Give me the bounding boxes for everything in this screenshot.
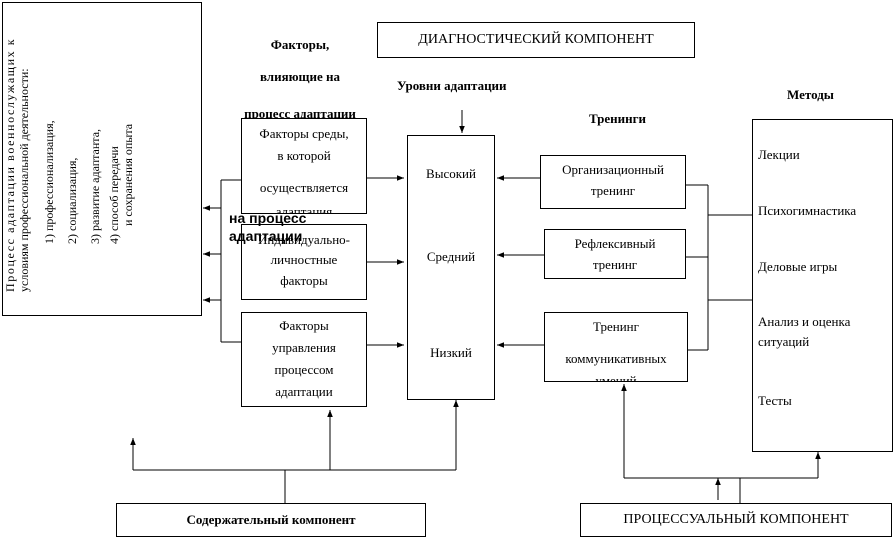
list-item: 4) способ передачи [107, 146, 121, 244]
environment-factors-line2: в которой [277, 148, 331, 163]
level-high: Высокий [426, 166, 476, 181]
procedural-component-box: ПРОЦЕССУАЛЬНЫЙ КОМПОНЕНТ [580, 503, 892, 537]
management-factors-line3: процессом [274, 362, 334, 377]
method-psychogymnastics: Психогимнастика [758, 203, 857, 218]
list-item: и сохранения опыта [121, 123, 135, 226]
individual-factors-line1: Индивидуально- [257, 232, 351, 247]
environment-factors-line1: Факторы среды, [259, 126, 349, 141]
content-component-box: Содержательный компонент [116, 503, 426, 537]
method-tests: Тесты [758, 393, 792, 408]
communicative-training-box: Тренинг коммуникативных умений [544, 312, 688, 382]
communicative-training-line2: коммуникативных [565, 351, 667, 366]
management-factors-line1: Факторы [279, 318, 329, 333]
reflexive-training-line2: тренинг [592, 257, 638, 272]
adaptation-process-line1: Процесс адаптации военнослужащих к [3, 37, 17, 292]
communicative-training-line3: умений [595, 373, 637, 382]
list-item: 3) развитие адаптанта, [88, 128, 102, 244]
adaptation-process-list: 1) профессионализация, 2) социализация, … [38, 4, 135, 292]
individual-factors-box: Индивидуально- личностные факторы [241, 224, 367, 300]
individual-factors-line2: личностные [270, 252, 338, 267]
method-situation-analysis-line2: ситуаций [758, 334, 810, 349]
management-factors-box: Факторы управления процессом адаптации [241, 312, 367, 407]
methods-box: Лекции Психогимнастика Деловые игры Анал… [752, 119, 893, 452]
organizational-training-line2: тренинг [590, 183, 636, 198]
management-factors-line2: управления [272, 340, 336, 355]
overlay-text-line1: на процесс [229, 210, 307, 226]
adaptation-process-text: Процесс адаптации военнослужащих к услов… [3, 4, 199, 292]
factors-heading-line2: влияющие на [259, 69, 341, 84]
organizational-training-box: Организационный тренинг [540, 155, 686, 209]
reflexive-training-box: Рефлексивный тренинг [544, 229, 686, 279]
environment-factors-box: Факторы среды, в которой осуществляется … [241, 118, 367, 214]
overlay-text-line2: адаптации [229, 228, 303, 244]
list-item: 2) социализация, [65, 157, 79, 244]
individual-factors-line3: факторы [280, 273, 328, 288]
procedural-component-label: ПРОЦЕССУАЛЬНЫЙ КОМПОНЕНТ [623, 512, 849, 527]
organizational-training-line1: Организационный [562, 162, 664, 177]
diagnostic-component-box: ДИАГНОСТИЧЕСКИЙ КОМПОНЕНТ [377, 22, 695, 58]
management-factors-line4: адаптации [275, 384, 333, 399]
environment-factors-line4: адаптация [275, 204, 333, 214]
content-component-label: Содержательный компонент [186, 512, 356, 527]
reflexive-training-line1: Рефлексивный [574, 236, 656, 251]
level-low: Низкий [430, 345, 472, 360]
method-lectures: Лекции [758, 147, 800, 162]
factors-heading-line1: Факторы, [270, 37, 330, 52]
adaptation-process-box [2, 2, 202, 316]
levels-heading: Уровни адаптации [397, 78, 507, 93]
level-medium: Средний [426, 249, 476, 264]
trainings-heading: Тренинги [589, 111, 647, 126]
factors-heading-line3: процесс адаптации [244, 106, 356, 121]
adaptation-process-line2: условиям профессиональной деятельности: [17, 68, 31, 292]
levels-box: Высокий Средний Низкий [407, 135, 495, 400]
environment-factors-line3: осуществляется [259, 180, 349, 195]
list-item: 1) профессионализация, [42, 120, 56, 244]
method-business-games: Деловые игры [758, 259, 838, 274]
methods-heading: Методы [787, 87, 834, 102]
communicative-training-line1: Тренинг [593, 319, 639, 334]
method-situation-analysis-line1: Анализ и оценка [758, 314, 851, 329]
diagnostic-component-label: ДИАГНОСТИЧЕСКИЙ КОМПОНЕНТ [418, 32, 654, 47]
